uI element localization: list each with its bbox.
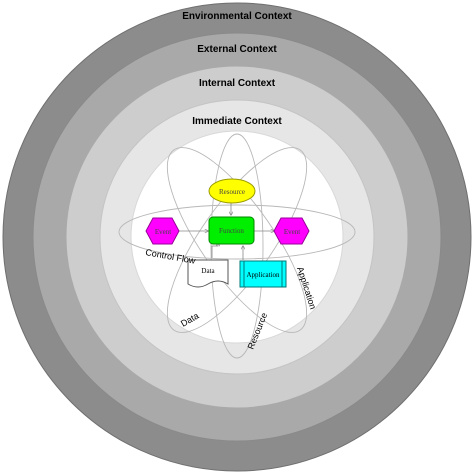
event-left-shape xyxy=(145,217,180,245)
data-node-label: Data xyxy=(201,267,215,275)
immediate-context-label: Immediate Context xyxy=(192,116,282,127)
resource-node-label: Resource xyxy=(219,188,245,196)
function-node[interactable]: Function xyxy=(208,216,255,245)
external-context-label: External Context xyxy=(197,44,277,55)
internal-context-label: Internal Context xyxy=(199,78,276,89)
application-node-label: Application xyxy=(246,271,280,279)
data-node[interactable]: Data xyxy=(187,259,229,288)
function-shape xyxy=(208,216,255,245)
data-shape xyxy=(187,259,229,288)
resource-node[interactable]: Resource xyxy=(208,178,256,204)
event-right-shape xyxy=(273,217,310,245)
resource-shape xyxy=(208,178,256,204)
application-node[interactable]: Application xyxy=(239,260,287,288)
event-left-node[interactable]: Event xyxy=(145,217,180,245)
application-shape xyxy=(239,260,287,288)
orbit-horizontal xyxy=(118,204,356,260)
environmental-context-label: Environmental Context xyxy=(182,11,292,22)
event-right-node[interactable]: Event xyxy=(273,217,310,245)
orbit-vertical xyxy=(210,133,264,359)
event-left-label: Event xyxy=(155,228,171,236)
function-node-label: Function xyxy=(219,227,244,235)
event-right-label: Event xyxy=(284,228,300,236)
